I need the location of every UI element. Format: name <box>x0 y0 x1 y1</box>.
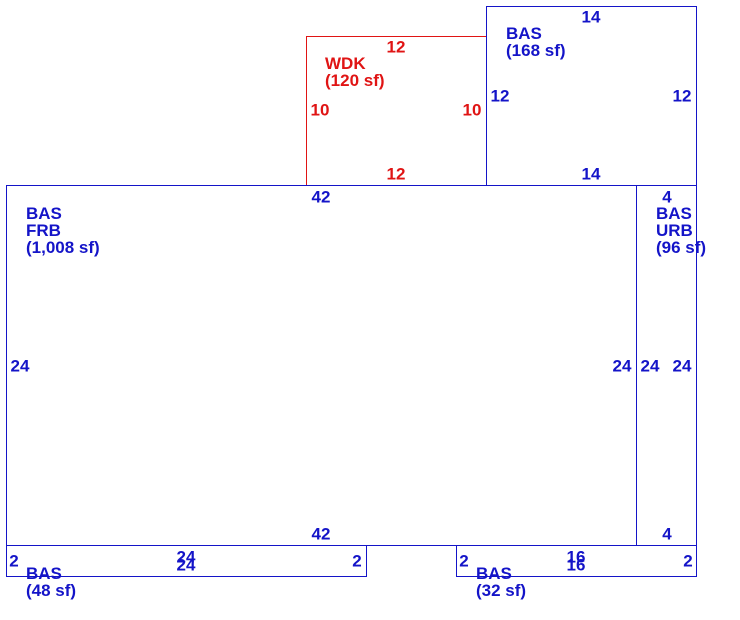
bas-bottom-right-bottom-dimension: 16 <box>566 555 586 575</box>
bas-bottom-left-top-dimension: 24 <box>176 547 196 567</box>
bas-bottom-left-bottom-dimension: 24 <box>176 555 196 575</box>
bas-bottom-left-area-label: (48 sf) <box>26 581 77 600</box>
wdk-area-label: (120 sf) <box>325 71 385 90</box>
bas-top-area-label: (168 sf) <box>506 41 566 60</box>
bas-side-top-dimension: 4 <box>662 187 672 207</box>
bas-side-code-label: BAS <box>656 204 692 223</box>
bas-top-code-label: BAS <box>506 24 542 43</box>
bas-main-bottom-dimension: 42 <box>311 524 331 544</box>
bas-top-top-dimension: 14 <box>581 7 601 27</box>
bas-top-left-dimension: 12 <box>490 86 510 106</box>
bas-bottom-right-area <box>456 545 697 577</box>
bas-main-area-label: (1,008 sf) <box>26 238 100 257</box>
bas-main-area <box>6 185 637 546</box>
bas-bottom-left-left-dimension: 2 <box>9 551 19 571</box>
bas-bottom-left-area <box>6 545 367 577</box>
bas-bottom-right-left-dimension: 2 <box>459 551 469 571</box>
bas-main-right-dimension: 24 <box>612 356 632 376</box>
wdk-bottom-dimension: 12 <box>386 164 406 184</box>
bas-side-right-dimension: 24 <box>672 356 692 376</box>
wdk-code-label: WDK <box>325 54 366 73</box>
bas-side-sub-label: URB <box>656 221 693 240</box>
bas-main-left-dimension: 24 <box>10 356 30 376</box>
bas-top-bottom-dimension: 14 <box>581 164 601 184</box>
bas-bottom-right-right-dimension: 2 <box>683 551 693 571</box>
bas-top-right-dimension: 12 <box>672 86 692 106</box>
bas-side-area-label: (96 sf) <box>656 238 707 257</box>
bas-main-top-dimension: 42 <box>311 187 331 207</box>
bas-bottom-left-right-dimension: 2 <box>352 551 362 571</box>
bas-side-bottom-dimension: 4 <box>662 524 672 544</box>
bas-bottom-left-code-label: BAS <box>26 564 62 583</box>
bas-bottom-right-top-dimension: 16 <box>566 547 586 567</box>
wdk-right-dimension: 10 <box>462 100 482 120</box>
wdk-left-dimension: 10 <box>310 100 330 120</box>
wdk-top-dimension: 12 <box>386 37 406 57</box>
bas-main-code-label: BAS <box>26 204 62 223</box>
bas-side-left-dimension: 24 <box>640 356 660 376</box>
bas-bottom-right-code-label: BAS <box>476 564 512 583</box>
bas-main-sub-label: FRB <box>26 221 61 240</box>
bas-bottom-right-area-label: (32 sf) <box>476 581 527 600</box>
